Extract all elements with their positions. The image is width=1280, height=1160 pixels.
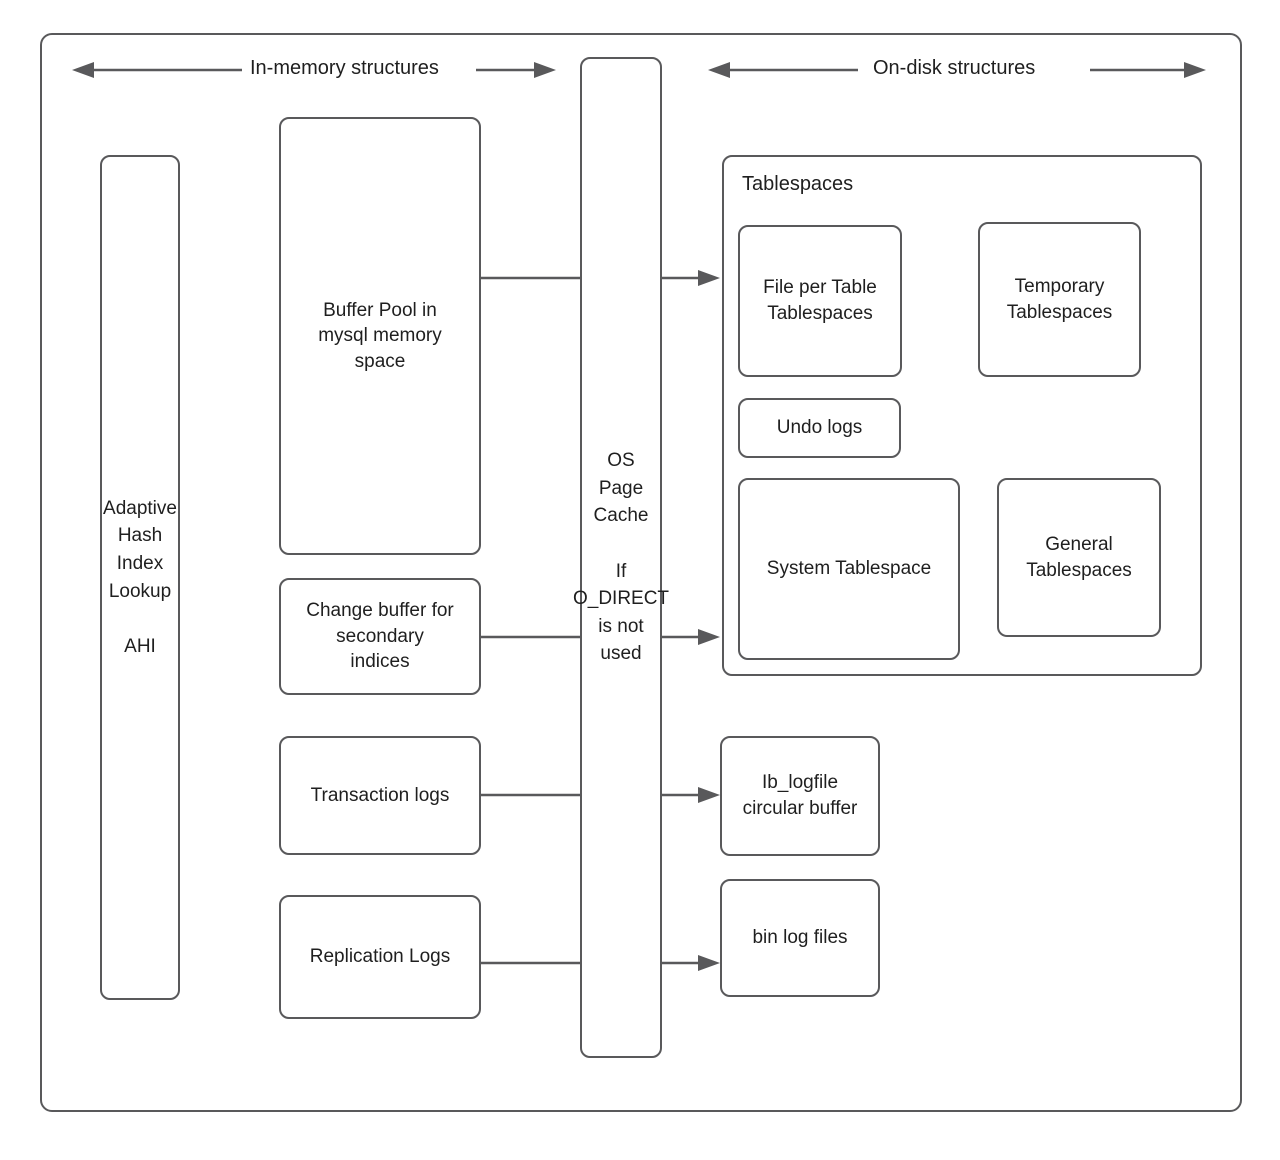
undo-logs-box[interactable]: Undo logs (738, 398, 901, 458)
undo-logs-label: Undo logs (776, 417, 863, 439)
system-tablespace-box[interactable]: System Tablespace (738, 478, 960, 660)
bin-log-files-box[interactable]: bin log files (720, 879, 880, 997)
buffer-pool-box[interactable]: Buffer Pool in mysql memory space (279, 117, 481, 555)
ib-logfile-label: Ib_logfile circular buffer (742, 772, 858, 819)
replication-logs-label: Replication Logs (309, 946, 451, 968)
ib-logfile-box[interactable]: Ib_logfile circular buffer (720, 736, 880, 856)
system-tablespace-label: System Tablespace (766, 558, 932, 580)
adaptive-hash-index-label: Adaptive Hash Index Lookup AHI (103, 497, 177, 657)
os-page-cache-box[interactable]: OS Page Cache If O_DIRECT is not used (573, 57, 669, 1058)
adaptive-hash-index-box[interactable]: Adaptive Hash Index Lookup AHI (100, 155, 180, 1000)
buffer-pool-label: Buffer Pool in mysql memory space (318, 299, 442, 372)
file-per-table-tablespaces-box[interactable]: File per Table Tablespaces (738, 225, 902, 377)
on-disk-structures-label: On-disk structures (873, 57, 1036, 79)
replication-logs-box[interactable]: Replication Logs (279, 895, 481, 1019)
in-memory-structures-label: In-memory structures (250, 57, 439, 79)
transaction-logs-box[interactable]: Transaction logs (279, 736, 481, 855)
general-tablespaces-box[interactable]: General Tablespaces (997, 478, 1161, 637)
file-per-table-tablespaces-label: File per Table Tablespaces (763, 277, 877, 324)
general-tablespaces-label: General Tablespaces (1026, 533, 1132, 581)
transaction-logs-label: Transaction logs (310, 784, 450, 806)
temporary-tablespaces-label: Temporary Tablespaces (1006, 275, 1113, 323)
change-buffer-label: Change buffer for secondary indices (306, 600, 454, 673)
bin-log-files-label: bin log files (752, 927, 848, 949)
change-buffer-box[interactable]: Change buffer for secondary indices (279, 578, 481, 695)
os-page-cache-label: OS Page Cache If O_DIRECT is not used (572, 450, 670, 665)
temporary-tablespaces-box[interactable]: Temporary Tablespaces (978, 222, 1141, 377)
tablespaces-label: Tablespaces (742, 173, 854, 195)
